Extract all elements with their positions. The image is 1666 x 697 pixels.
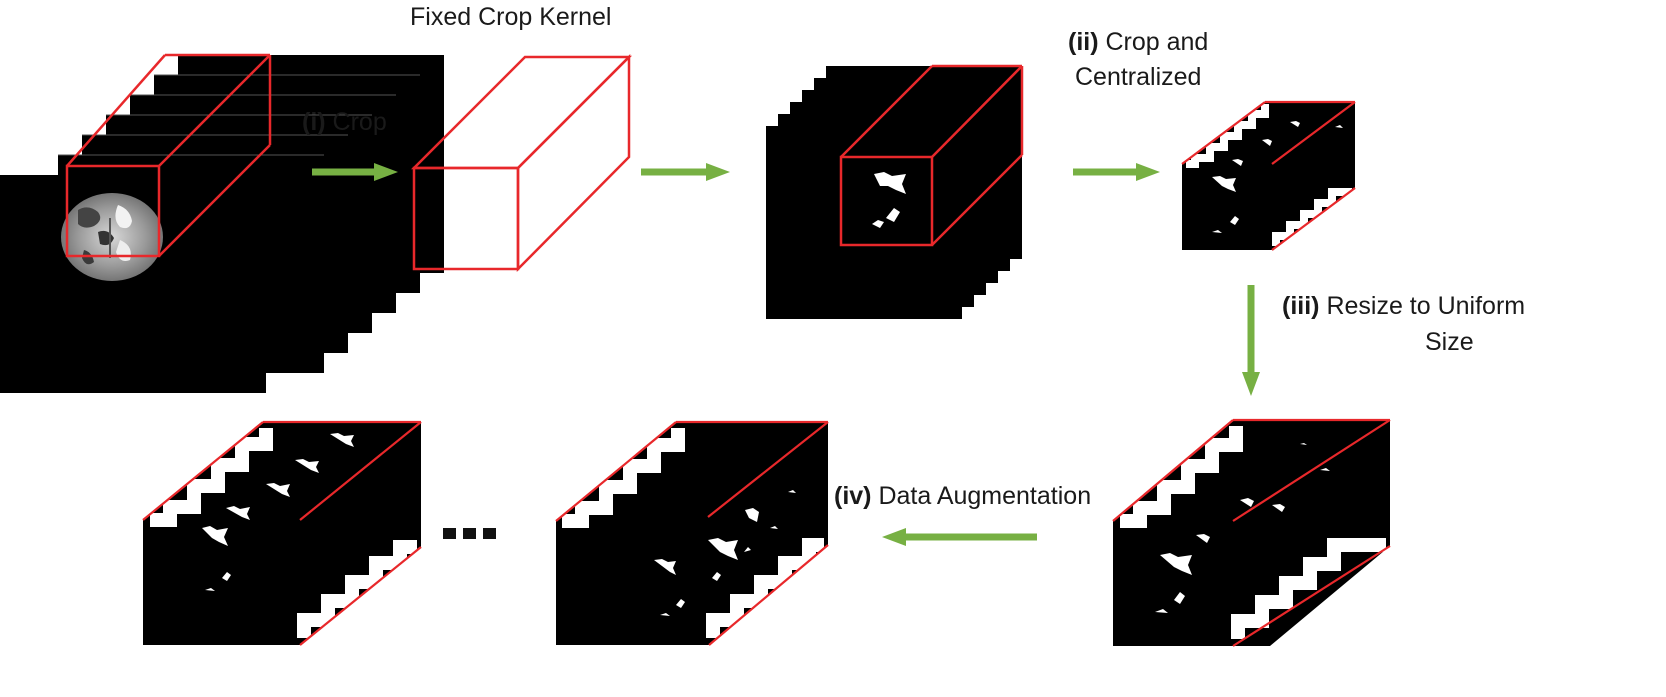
label-step-crop-centralized: (ii) Crop and [1068, 28, 1208, 56]
centralized-crop-stack [1181, 100, 1356, 251]
resized-volume-stack [1112, 418, 1391, 647]
lesion-markers [872, 172, 906, 228]
augmented-volume-stack-2 [142, 420, 422, 646]
arrow-crop [312, 163, 398, 181]
crop-box-outline [65, 53, 272, 258]
label-step-crop-centralized-line2: Centralized [1075, 63, 1201, 91]
lesion-markers-resized [1155, 443, 1330, 613]
brain-scan-image [61, 193, 163, 281]
label-step-resize-line2: Size [1425, 328, 1474, 356]
arrow-resize [1242, 285, 1260, 396]
arrow-crop-centralize [1073, 163, 1160, 181]
label-step-augmentation: (iv) Data Augmentation [834, 482, 1091, 510]
label-step-resize: (iii) Resize to Uniform [1282, 292, 1525, 320]
augmented-volume-stack [555, 420, 829, 646]
ellipsis-text: ■■■ [440, 539, 442, 541]
mri-slice-stack [0, 53, 444, 393]
ellipsis [443, 528, 496, 539]
lesion-markers-augmented-2 [202, 433, 354, 591]
label-fixed-crop-kernel: Fixed Crop Kernel [410, 3, 611, 31]
cropped-volume-stack [766, 64, 1024, 319]
lesion-markers-augmented [654, 490, 796, 616]
crop-region-outline [839, 64, 1024, 247]
fixed-crop-kernel [410, 53, 633, 273]
arrow-augmentation [882, 528, 1037, 546]
arrow-apply-kernel [641, 163, 730, 181]
lesion-markers-small [1212, 121, 1343, 233]
label-step-crop: (i) Crop [302, 108, 387, 136]
